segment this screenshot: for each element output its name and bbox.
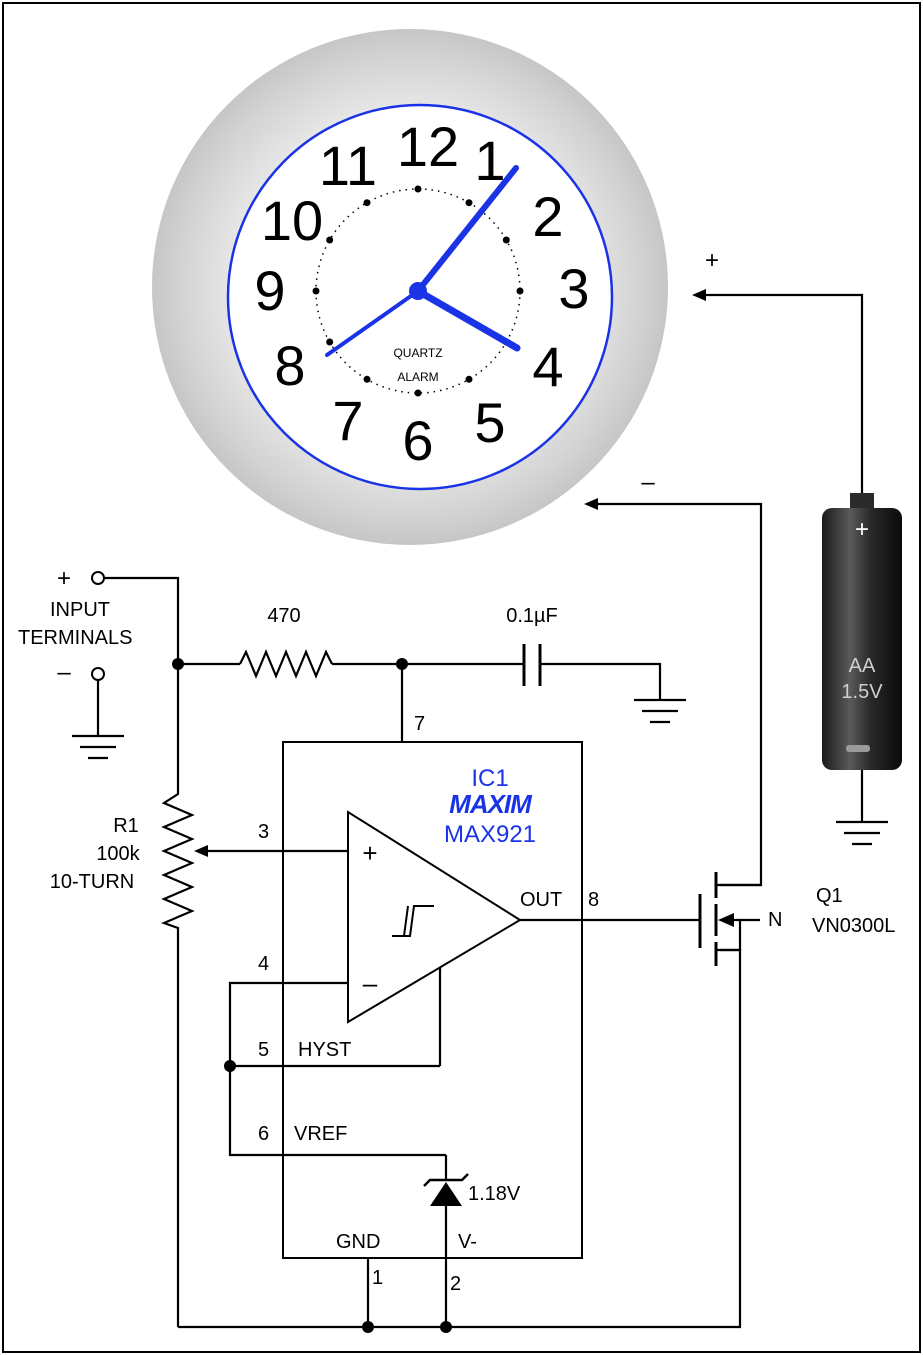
clock-number-4: 4 <box>532 335 563 398</box>
junction-dot <box>396 658 408 670</box>
arrow-clock-minus <box>584 498 598 510</box>
pin-number-8: 8 <box>588 889 599 911</box>
ic-name: IC1 <box>471 765 508 792</box>
clock-number-7: 7 <box>332 389 363 452</box>
clock-hour-dot <box>465 375 473 383</box>
wire-clock-minus <box>596 502 763 887</box>
clock-hour-dot <box>465 199 473 207</box>
pin-number-5: 5 <box>258 1039 269 1061</box>
junction-dot <box>224 1060 236 1072</box>
clock-number-12: 12 <box>397 115 459 178</box>
pin-number-3: 3 <box>258 821 269 843</box>
clock-hour-dot <box>326 236 334 244</box>
mosfet-q1: N Q1 VN0300L <box>698 872 895 966</box>
comparator-minus: – <box>363 968 378 998</box>
clock-number-6: 6 <box>402 409 433 472</box>
clock-hour-dot <box>414 389 422 397</box>
arrow-clock-plus <box>692 289 706 301</box>
ic-part-number: MAX921 <box>444 821 536 848</box>
potentiometer-r1 <box>160 790 195 934</box>
pin-number-6: 6 <box>258 1123 269 1145</box>
clock-brand-alarm: ALARM <box>397 370 438 384</box>
ic-label-out: OUT <box>520 889 562 911</box>
mosfet-arrow <box>718 913 734 927</box>
clock-hour-dot <box>414 185 422 193</box>
clock-hour-hand <box>414 287 521 352</box>
zener-diode-icon <box>430 1182 462 1206</box>
clock-number-5: 5 <box>474 391 505 454</box>
ground-symbol-input <box>72 734 124 760</box>
junction-dot <box>440 1321 452 1333</box>
clock-minute-hand <box>415 165 519 294</box>
input-plus-terminal[interactable] <box>91 571 105 585</box>
hysteresis-icon-inner <box>403 905 409 937</box>
clock-hub <box>409 282 427 300</box>
junction-dot <box>172 658 184 670</box>
battery-shine <box>846 745 870 752</box>
clock-hour-dot <box>502 236 510 244</box>
ic-max921: + – 1.18V IC1 MAXIM MAX921 OUT HYST VREF… <box>258 713 599 1295</box>
comparator-triangle <box>347 810 522 1024</box>
clock-second-hand <box>325 289 420 357</box>
maxim-logo: MAXIM <box>449 789 533 819</box>
ic-label-hyst: HYST <box>298 1039 351 1061</box>
ic-label-vminus: V- <box>458 1231 477 1253</box>
pin-number-4: 4 <box>258 953 269 975</box>
pin-number-2: 2 <box>450 1273 461 1295</box>
clock-number-3: 3 <box>558 257 589 320</box>
pot-wiper-arrow <box>194 845 208 857</box>
clock-hour-dot <box>363 199 371 207</box>
battery-plus: + <box>855 516 869 543</box>
clock: 12 1 2 3 4 5 6 7 8 9 10 11 QUARTZ ALARM <box>152 29 668 545</box>
clock-number-2: 2 <box>532 185 563 248</box>
clock-hour-dot <box>326 338 334 346</box>
capacitor-value: 0.1µF <box>506 605 558 627</box>
ic-label-gnd: GND <box>336 1231 380 1253</box>
ground-symbol-battery <box>836 820 888 846</box>
clock-number-9: 9 <box>254 259 285 322</box>
input-plus-label: + <box>57 565 71 592</box>
clock-brand-quartz: QUARTZ <box>393 346 442 360</box>
pin-number-1: 1 <box>372 1267 383 1289</box>
input-minus-label: – <box>57 659 71 686</box>
clock-hour-dot <box>312 287 320 295</box>
resistor-470 <box>239 649 333 679</box>
clock-number-11: 11 <box>319 134 377 197</box>
clock-hour-dot <box>363 375 371 383</box>
ic-package <box>282 741 583 1259</box>
input-label-line2: TERMINALS <box>18 627 132 649</box>
ground-symbol-capacitor <box>634 698 686 724</box>
battery-label-type: AA <box>849 655 876 677</box>
wire-battery-plus <box>704 293 864 493</box>
mosfet-part: VN0300L <box>812 915 895 937</box>
zener-voltage: 1.18V <box>468 1183 521 1205</box>
clock-terminal-minus: – <box>641 469 655 496</box>
resistor-value: 470 <box>267 605 300 627</box>
input-label-line1: INPUT <box>50 599 110 621</box>
battery: + AA 1.5V <box>822 493 902 770</box>
pot-value: 100k <box>96 843 140 865</box>
input-minus-terminal[interactable] <box>91 667 105 681</box>
junction-dot <box>362 1321 374 1333</box>
comparator-plus: + <box>362 838 377 868</box>
wire-capacitor-ground <box>540 662 662 700</box>
zener-bar <box>423 1173 469 1187</box>
hysteresis-icon <box>392 905 434 937</box>
clock-number-1: 1 <box>474 129 505 192</box>
clock-hour-dot <box>516 287 524 295</box>
battery-body <box>822 508 902 770</box>
pot-type: 10-TURN <box>50 871 134 893</box>
pot-name: R1 <box>113 815 139 837</box>
mosfet-name: Q1 <box>816 885 843 907</box>
pin-number-7: 7 <box>414 713 425 735</box>
mosfet-channel-type: N <box>768 909 782 931</box>
ic-label-vref: VREF <box>294 1123 347 1145</box>
battery-label-voltage: 1.5V <box>841 681 883 703</box>
clock-number-8: 8 <box>274 334 305 397</box>
wire-input-plus <box>104 576 180 790</box>
clock-terminal-plus: + <box>705 247 719 274</box>
clock-number-10: 10 <box>261 189 323 252</box>
